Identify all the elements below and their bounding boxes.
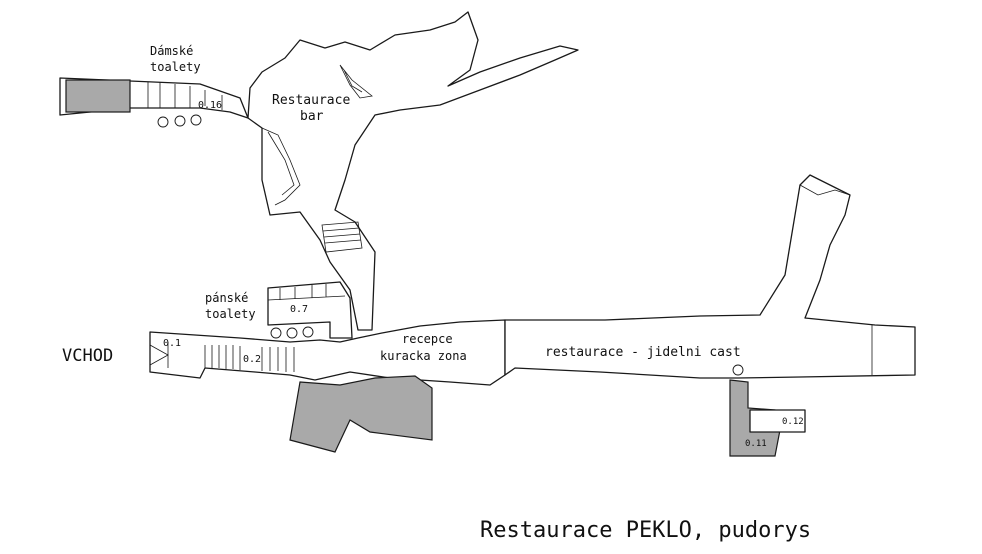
label-kuracka: kuracka zona: [380, 349, 467, 363]
plan-title: Restaurace PEKLO, pudorys: [480, 518, 811, 543]
entrance-door: [149, 342, 169, 368]
sink-circle: [190, 114, 202, 126]
entrance-steps: [204, 345, 295, 372]
label-0-11: 0.11: [745, 439, 767, 449]
label-vchod: VCHOD: [62, 346, 113, 366]
urinal-circle: [270, 327, 282, 339]
label-toalety-2: toalety: [205, 307, 256, 321]
label-0-2: 0.2: [243, 354, 261, 365]
label-0-12: 0.12: [782, 417, 804, 427]
bar-staircase: [321, 221, 363, 253]
dining-hall: [504, 174, 916, 379]
sink-circle: [157, 116, 169, 128]
label-recepce: recepce: [402, 332, 453, 346]
urinal-circle: [286, 327, 298, 339]
sink-circle: [174, 115, 186, 127]
label-panske: pánské: [205, 291, 248, 305]
label-restaurace-bar: Restaurace: [272, 93, 350, 108]
ladies-stalls: [129, 80, 223, 110]
urinal-circle: [302, 326, 314, 338]
bar-counter: [261, 127, 301, 206]
mens-stalls: [267, 284, 346, 301]
bar-contours: [339, 64, 373, 99]
mens-toilet-wall: [267, 281, 353, 339]
label-0-1: 0.1: [163, 338, 181, 349]
label-damske: Dámské: [150, 44, 193, 58]
storage-012: [749, 409, 806, 433]
storage-circle: [732, 364, 744, 376]
label-0-16: 0.16: [198, 100, 222, 111]
label-toalety-1: toalety: [150, 60, 201, 74]
kitchen-block: [289, 375, 433, 453]
label-0-7: 0.7: [290, 304, 308, 315]
label-jidelni: restaurace - jidelni cast: [545, 345, 741, 360]
label-bar: bar: [300, 109, 324, 124]
ladies-toilet-grey: [65, 79, 131, 113]
bar-room-outline: [247, 11, 579, 331]
entrance-corridor: [149, 319, 506, 386]
dining-notch: [799, 184, 851, 196]
